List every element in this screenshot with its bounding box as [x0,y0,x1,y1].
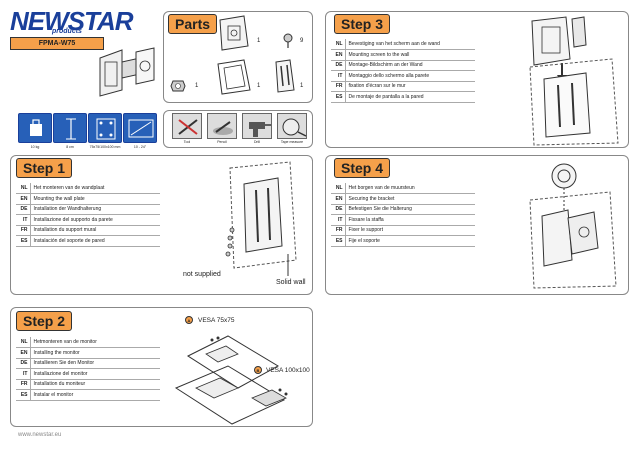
spec-screen-size-label: 10 - 24" [133,145,147,149]
tool-label-tape-measure: Tape measure [280,140,304,144]
tool-label-pencil: Pencil [217,140,227,144]
product-illustration [99,47,155,97]
weight-icon [18,113,52,143]
nut-part-icon [170,80,186,92]
part-qty-screw: 9 [300,38,304,44]
step3-title: Step 3 [334,14,391,34]
wall-plate-part-icon [219,15,249,51]
model-label: FPMA-W75 [10,37,104,50]
step4-title: Step 4 [334,158,391,178]
step2-title: Step 2 [16,311,73,331]
step1-note-not-supplied: not supplied [183,271,221,278]
step1-illustration [225,161,297,276]
part-qty-bracket: 1 [300,83,304,89]
vesa-b-marker: B [254,366,262,374]
step4-illustration [529,163,617,289]
step1-note-solid-wall: Solid wall [276,279,306,286]
spec-vesa-label: 75x75/100x100 mm [89,145,121,149]
spec-weight-label: 10 kg [30,145,40,149]
brand-subtitle: products [52,28,82,35]
part-qty-nut: 1 [195,83,199,89]
spec-depth-label: 8 cm [66,145,74,149]
screen-size-icon [123,113,157,143]
vesa-75-label: VESA 75x75 [198,317,235,324]
parts-title: Parts [168,14,218,34]
screw-part-icon [283,33,293,48]
drill-icon [242,113,272,139]
tape-measure-icon [277,113,307,139]
vesa-icon [88,113,122,143]
brand-logo: NEWSTAR [10,6,134,36]
tool-label-drill: Drill [253,140,261,144]
pencil-icon [207,113,237,139]
depth-icon [53,113,87,143]
step1-title: Step 1 [16,158,73,178]
step3-illustration [529,16,619,146]
part-qty-vesa-plate: 1 [257,83,261,89]
vesa-100-label: VESA 100x100 [266,367,310,374]
vesa-plate-part-icon [217,59,251,95]
website-url[interactable]: www.newstar.eu [18,432,62,438]
part-qty-wall-plate: 1 [257,38,261,44]
vesa-a-marker: A [185,316,193,324]
bracket-part-icon [275,59,295,93]
tool-label-tool: Tool [183,140,191,144]
step2-illustration [174,335,288,425]
tool-icon [172,113,202,139]
